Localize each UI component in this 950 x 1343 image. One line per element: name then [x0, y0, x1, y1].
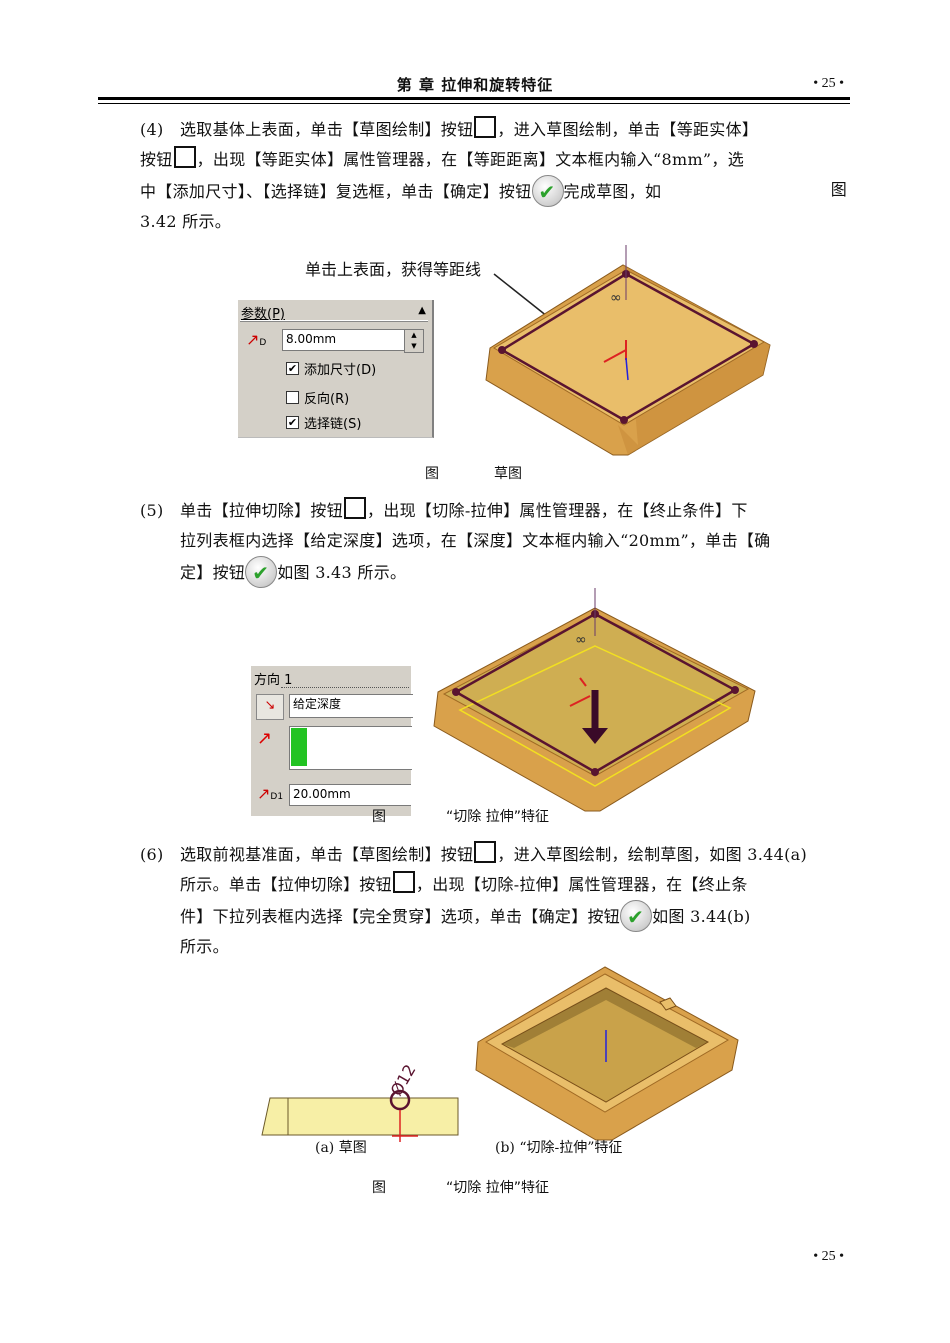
reverse-label: 反向(R) — [304, 392, 350, 407]
distance-dim-icon: ↗D — [246, 330, 267, 349]
step4-line4: 3.42 所示。 — [140, 207, 855, 237]
sketch-icon — [474, 841, 497, 863]
fig44b-shell-model — [475, 966, 739, 1141]
step4-line2: 按钮 ，出现【等距实体】属性管理器，在【等距距离】文本框内输入“8mm”，选 — [140, 145, 855, 175]
end-condition-select[interactable]: 给定深度 — [289, 694, 413, 718]
step4-text-4: 3.42 所示。 — [140, 212, 232, 231]
panel-title-rule — [281, 687, 409, 688]
reverse-direction-button[interactable]: ↘ — [256, 694, 284, 720]
step6-line1: (6) 选取前视基准面，单击【草图绘制】按钮 ，进入草图绘制，绘制草图，如图 3.4… — [140, 840, 855, 870]
extruded-cut-icon — [392, 871, 415, 893]
step5-text-1a: 单击【拉伸切除】按钮 — [180, 501, 344, 520]
direction-selection-indicator — [291, 728, 307, 766]
depth-input[interactable]: 20.00mm — [289, 784, 411, 806]
fig43-caption-number: 图 — [372, 809, 386, 825]
header-page-number: • 25 • — [813, 76, 844, 91]
fig42-caption-text: 草图 — [494, 466, 522, 482]
fig43-infinity-symbol: ∞ — [575, 632, 587, 648]
step4-text-3b: 完成草图，如 — [563, 182, 662, 201]
step6-text-1a: 选取前视基准面，单击【草图绘制】按钮 — [180, 845, 474, 864]
step5-paragraph: (5) 单击【拉伸切除】按钮 ，出现【切除-拉伸】属性管理器，在【终止条件】下 拉列… — [140, 496, 855, 588]
depth-dim-icon-label: D1 — [270, 792, 284, 802]
step5-line1: (5) 单击【拉伸切除】按钮 ，出现【切除-拉伸】属性管理器，在【终止条件】下 — [140, 496, 855, 526]
panel-collapse-icon: ▲ — [418, 305, 426, 316]
ok-check-icon — [620, 900, 653, 932]
step6-text-2b: ，出现【切除-拉伸】属性管理器，在【终止条 — [415, 875, 748, 894]
chapter-header-title: 第 章 拉伸和旋转特征 — [396, 76, 554, 94]
fig44-caption-number: 图 — [372, 1180, 386, 1196]
fig44a-sketch-view: Ø12 — [261, 1061, 459, 1142]
step4-line3: 中【添加尺寸】、【选择链】复选框，单击【确定】按钮 完成草图，如 图 — [140, 175, 855, 207]
extruded-cut-icon — [344, 497, 367, 519]
depth-dim-icon: ↗D1 — [257, 784, 284, 803]
sketch-icon — [474, 116, 497, 138]
fig43-panel-title: 方向 1 — [254, 673, 293, 688]
step6-text-3b: 如图 3.44(b) — [652, 907, 751, 926]
fig42-property-panel: 参数(P) ▲ ↗D 8.00mm ▲▼ ✔ 添加尺寸(D) 反向(R) ✔ 选… — [238, 300, 434, 438]
step6-text-2a: 所示。单击【拉伸切除】按钮 — [180, 875, 392, 894]
step5-text-3a: 定】按钮 — [180, 563, 246, 582]
fig42-panel-title: 参数(P) — [241, 307, 285, 322]
fig42-annotation: 单击上表面，获得等距线 — [305, 260, 482, 279]
fig43-property-panel: 方向 1 ↘ 给定深度 ↗ ↗D1 20.00mm — [251, 666, 413, 816]
ok-check-icon — [245, 556, 278, 588]
fig43-part-model: ∞ — [433, 588, 756, 812]
step6-text-4: 所示。 — [180, 937, 229, 956]
header-rule-thick — [98, 97, 850, 100]
direction-selection-box[interactable] — [289, 726, 412, 770]
panel-title-rule — [240, 320, 428, 322]
reverse-checkbox[interactable] — [286, 391, 299, 404]
fig44b-subcaption: (b) “切除-拉伸”特征 — [495, 1140, 623, 1156]
fig44-caption-text: “切除 拉伸”特征 — [446, 1180, 549, 1196]
direction-arrow-icon: ↗ — [257, 728, 273, 749]
step4-paragraph: (4) 选取基体上表面，单击【草图绘制】按钮 ，进入草图绘制，单击【等距实体】 按钮… — [140, 115, 855, 237]
step4-text-1: 选取基体上表面，单击【草图绘制】按钮 — [180, 120, 474, 139]
step4-text-3a: 中【添加尺寸】、【选择链】复选框，单击【确定】按钮 — [140, 182, 532, 201]
add-dimensions-checkbox[interactable]: ✔ — [286, 362, 299, 375]
select-chain-checkbox[interactable]: ✔ — [286, 416, 299, 429]
step6-paragraph: (6) 选取前视基准面，单击【草图绘制】按钮 ，进入草图绘制，绘制草图，如图 3.4… — [140, 840, 855, 962]
footer-page-number: • 25 • — [813, 1249, 844, 1264]
fig42-caption-number: 图 — [425, 466, 439, 482]
step4-label: (4) — [140, 120, 164, 139]
step6-text-1b: ，进入草图绘制，绘制草图，如图 3.44(a) — [497, 845, 808, 864]
fig43-caption-text: “切除 拉伸”特征 — [446, 809, 549, 825]
step4-text-1b: ，进入草图绘制，单击【等距实体】 — [497, 120, 759, 139]
fig44a-dimension-text: Ø12 — [387, 1061, 420, 1099]
step5-text-2: 拉列表框内选择【给定深度】选项，在【深度】文本框内输入“20mm”，单击【确 — [180, 531, 771, 550]
step4-text-2b: ，出现【等距实体】属性管理器，在【等距距离】文本框内输入“8mm”，选 — [196, 150, 744, 169]
offset-entities-icon — [173, 146, 196, 168]
step5-text-3b: 如图 3.43 所示。 — [277, 563, 407, 582]
step6-line2: 所示。单击【拉伸切除】按钮 ，出现【切除-拉伸】属性管理器，在【终止条 — [140, 870, 855, 900]
step5-line3: 定】按钮 如图 3.43 所示。 — [140, 556, 855, 588]
offset-distance-input[interactable]: 8.00mm — [282, 329, 405, 351]
distance-spinner[interactable]: ▲▼ — [404, 329, 424, 353]
step4-text-2a: 按钮 — [140, 150, 173, 169]
fig42-part-model: ∞ — [485, 245, 771, 456]
add-dimensions-label: 添加尺寸(D) — [304, 363, 377, 378]
step4-line1: (4) 选取基体上表面，单击【草图绘制】按钮 ，进入草图绘制，单击【等距实体】 — [140, 115, 855, 145]
step6-text-3a: 件】下拉列表框内选择【完全贯穿】选项，单击【确定】按钮 — [180, 907, 621, 926]
select-chain-label: 选择链(S) — [304, 417, 362, 432]
step4-text-3c: 图 — [830, 180, 847, 199]
step6-label: (6) — [140, 845, 164, 864]
step6-line3: 件】下拉列表框内选择【完全贯穿】选项，单击【确定】按钮 如图 3.44(b) — [140, 900, 855, 932]
fig42-infinity-symbol: ∞ — [610, 290, 622, 306]
step5-label: (5) — [140, 501, 164, 520]
step6-line4: 所示。 — [140, 932, 855, 962]
header-rule-thin — [98, 103, 850, 104]
step5-text-1b: ，出现【切除-拉伸】属性管理器，在【终止条件】下 — [367, 501, 748, 520]
distance-dim-icon-label: D — [259, 338, 267, 348]
step5-line2: 拉列表框内选择【给定深度】选项，在【深度】文本框内输入“20mm”，单击【确 — [140, 526, 855, 556]
fig44a-subcaption: (a) 草图 — [315, 1140, 367, 1156]
ok-check-icon — [531, 175, 564, 207]
